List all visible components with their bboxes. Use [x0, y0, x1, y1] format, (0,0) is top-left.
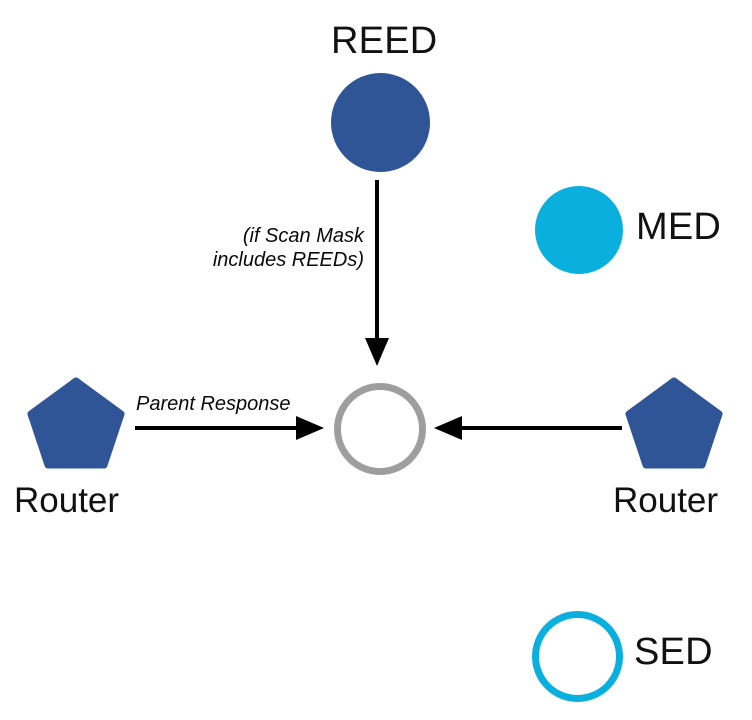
scan-mask-condition-line-2: includes REEDs): [212, 249, 364, 272]
reed-label: REED: [331, 20, 438, 62]
reed-circle-icon[interactable]: [331, 73, 430, 172]
med-label: MED: [636, 206, 722, 248]
med-circle-icon[interactable]: [535, 186, 623, 274]
edge-router-right-to-joiner: [434, 416, 622, 440]
sed-label: SED: [634, 631, 713, 673]
router-left-label: Router: [14, 481, 120, 520]
parent-response-label: Parent Response: [136, 393, 291, 415]
router-left-pentagon[interactable]: [27, 377, 125, 469]
scan-mask-condition-line-1: (if Scan Mask: [242, 225, 364, 247]
edge-router-right-to-joiner-arrowhead: [434, 416, 462, 440]
scan-mask-condition-label: (if Scan Mask includes REEDs): [196, 224, 364, 273]
edge-reed-to-joiner-arrowhead: [365, 338, 389, 366]
edge-reed-to-joiner: [365, 180, 389, 366]
sed-circle-icon[interactable]: [532, 611, 623, 702]
edge-router-left-to-joiner: [135, 416, 324, 440]
edge-router-left-to-joiner-arrowhead: [296, 416, 324, 440]
router-right-label: Router: [613, 481, 719, 520]
router-right-pentagon[interactable]: [625, 377, 723, 469]
joiner-circle-icon[interactable]: [334, 383, 426, 475]
